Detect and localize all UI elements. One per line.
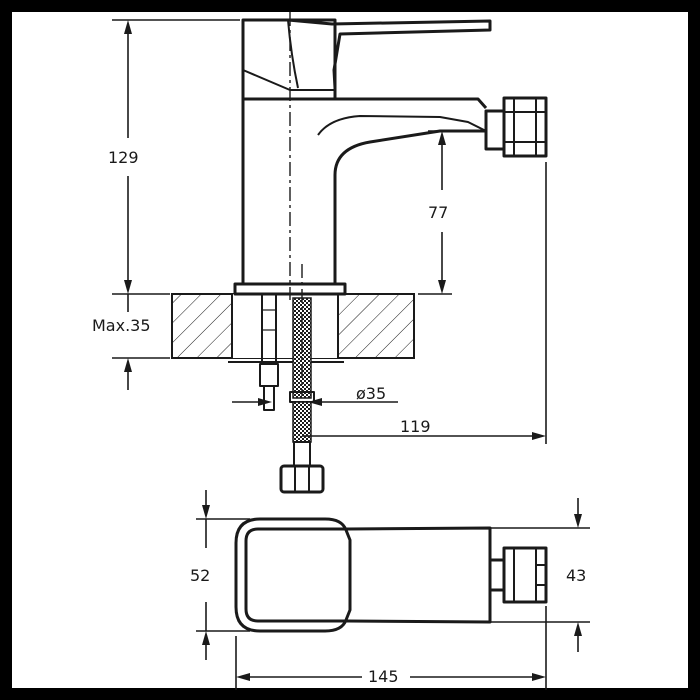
dim-label-77: 77 — [428, 203, 448, 222]
top-body-outline — [234, 517, 352, 633]
side-connector — [484, 96, 548, 158]
top-view — [234, 517, 548, 633]
dim-label-145: 145 — [368, 667, 399, 686]
dim-label-129: 129 — [108, 148, 139, 167]
dim-label-dia35: ø35 — [356, 384, 386, 403]
dimension-lines — [112, 19, 590, 690]
mounting-stud — [259, 293, 279, 411]
side-view — [171, 12, 548, 494]
top-handle-outline — [244, 526, 492, 624]
dim-label-119: 119 — [400, 417, 431, 436]
dim-label-52: 52 — [190, 566, 210, 585]
faucet-handle — [242, 18, 492, 91]
top-connector — [488, 546, 548, 604]
faucet-body — [241, 18, 488, 286]
dim-label-max35: Max.35 — [92, 316, 151, 335]
dim-label-43: 43 — [566, 566, 586, 585]
